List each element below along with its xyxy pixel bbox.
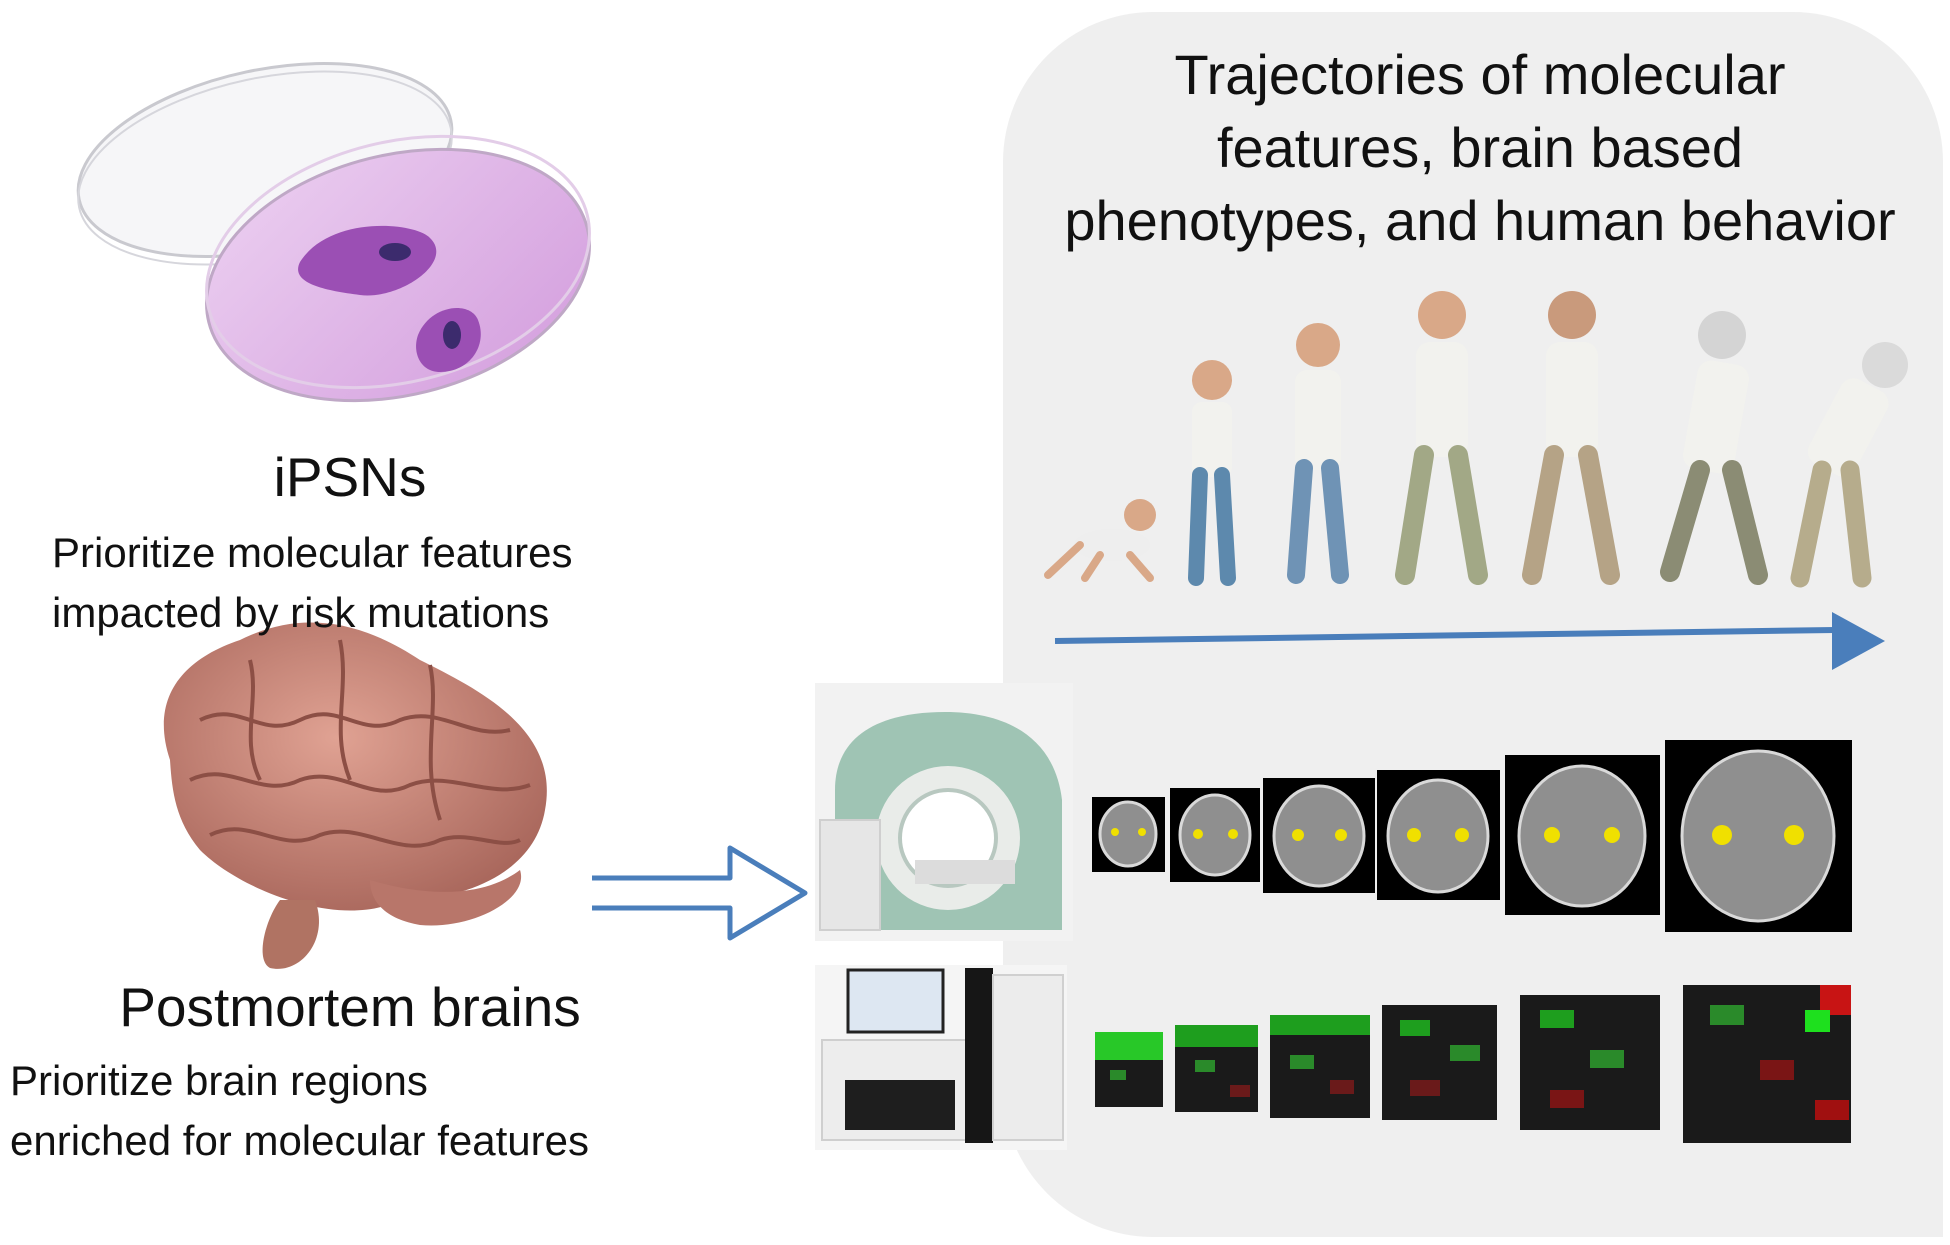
- human-figures: [1044, 291, 1908, 588]
- brain-scans: [1092, 740, 1852, 932]
- brain-icon: [163, 622, 547, 969]
- postmortem-heading: Postmortem brains: [119, 976, 581, 1038]
- heatmap-icon: [1520, 995, 1660, 1130]
- human-figure-icon: [1660, 311, 1768, 585]
- heatmap-icon: [1175, 1025, 1258, 1112]
- human-figure-icon: [1044, 499, 1156, 582]
- hollow-arrow-icon: [592, 845, 808, 941]
- mri-scanner-icon: [815, 683, 1073, 941]
- ipsn-description-line-2: impacted by risk mutations: [52, 589, 550, 636]
- human-figure-icon: [1287, 323, 1349, 584]
- heatmaps: [1095, 985, 1851, 1143]
- heatmap-icon: [1382, 1005, 1497, 1120]
- brain-scan-icon: [1170, 788, 1260, 882]
- brain-scan-icon: [1665, 740, 1852, 932]
- cell-icon: [298, 225, 437, 296]
- ipsn-description-line-1: Prioritize molecular features: [52, 529, 573, 576]
- brain-scan-icon: [1505, 755, 1660, 915]
- panel-title-line-2: features, brain based: [1216, 116, 1744, 179]
- human-figure-icon: [1188, 360, 1236, 586]
- brain-scan-icon: [1092, 797, 1165, 872]
- heatmap-icon: [1095, 1032, 1163, 1107]
- panel-title-line-1: Trajectories of molecular: [1174, 43, 1786, 106]
- postmortem-description-line-2: enriched for molecular features: [10, 1117, 589, 1164]
- panel-title: Trajectories of molecular features, brai…: [1020, 38, 1940, 257]
- panel-title-line-3: phenotypes, and human behavior: [1064, 189, 1896, 252]
- brain-scan-icon: [1377, 770, 1500, 900]
- human-figure-icon: [1522, 291, 1620, 585]
- postmortem-description: Prioritize brain regions enriched for mo…: [10, 1051, 770, 1171]
- brain-scan-icon: [1263, 778, 1375, 893]
- ipsn-description: Prioritize molecular features impacted b…: [52, 523, 772, 643]
- human-figure-icon: [1790, 342, 1908, 588]
- timeline-arrow-icon: [1054, 612, 1885, 670]
- sequencer-icon: [815, 965, 1067, 1150]
- postmortem-description-line-1: Prioritize brain regions: [10, 1057, 428, 1104]
- ipsn-heading: iPSNs: [273, 446, 427, 508]
- heatmap-icon: [1270, 1015, 1370, 1118]
- heatmap-icon: [1683, 985, 1851, 1143]
- petri-dish-icon: [76, 62, 591, 403]
- human-figure-icon: [1395, 291, 1488, 585]
